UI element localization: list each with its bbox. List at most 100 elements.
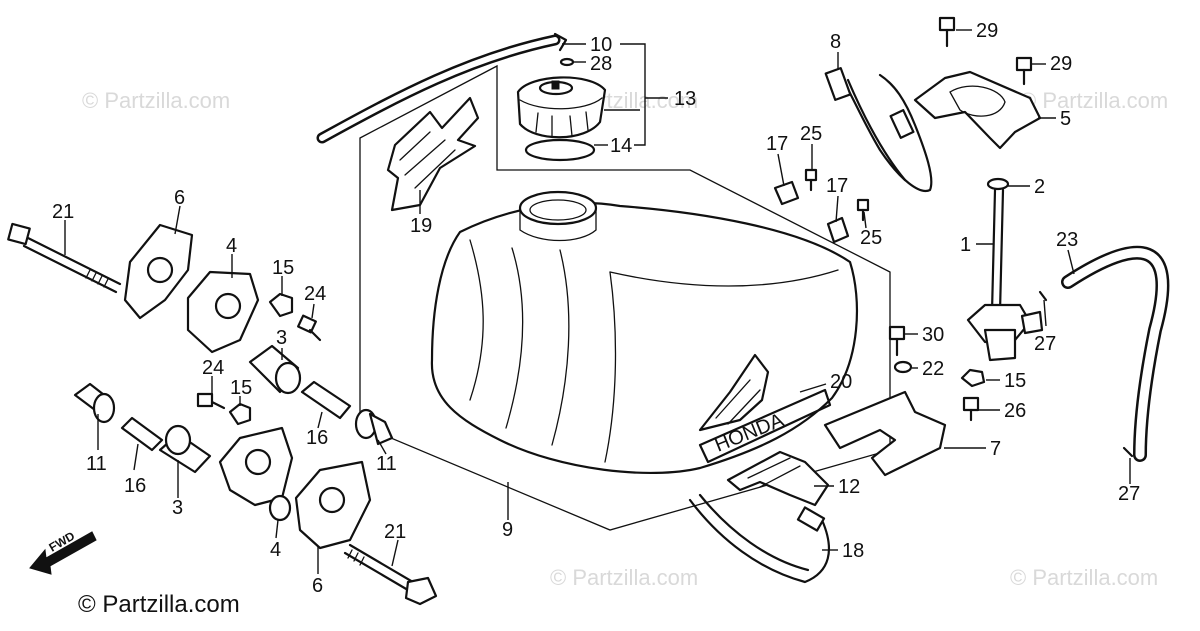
bracket-5 — [913, 70, 1042, 150]
bolt-24-a — [297, 314, 322, 342]
callout-15-a: 15 — [272, 257, 294, 279]
callout-21-b: 21 — [384, 521, 406, 543]
callout-17-b: 17 — [826, 175, 848, 197]
bolt-29-b — [1015, 56, 1033, 86]
callout-24-a: 24 — [304, 283, 326, 305]
collar-3-a-end — [274, 361, 302, 395]
callout-23: 23 — [1056, 229, 1078, 251]
callout-14: 14 — [610, 135, 632, 157]
rubber-12 — [726, 450, 830, 507]
bolt-24-b — [196, 392, 226, 410]
bolt-21-b — [343, 543, 438, 606]
callout-16-a: 16 — [124, 475, 146, 497]
bolt-29-a — [938, 16, 956, 48]
callout-19: 19 — [410, 215, 432, 237]
callout-11-a: 11 — [86, 453, 107, 475]
callout-24-b: 24 — [202, 357, 224, 379]
callout-13: 13 — [674, 88, 696, 110]
screw-25-b — [856, 198, 870, 222]
band-18 — [688, 493, 830, 584]
callout-27-b: 27 — [1118, 483, 1140, 505]
callout-27-a: 27 — [1034, 333, 1056, 355]
grommet-17-a — [773, 180, 800, 206]
callout-labels: 10 28 13 14 19 21 6 4 15 24 3 24 15 11 1… — [52, 20, 1140, 597]
cap-gasket — [524, 138, 596, 162]
collar-3-b — [158, 424, 212, 474]
plate-6-a-hole — [146, 256, 174, 284]
forward-arrow: FWD — [29, 529, 97, 575]
callout-15-c: 15 — [1004, 370, 1026, 392]
callout-5: 5 — [1060, 108, 1071, 130]
watermark-text: © Partzilla.com — [82, 88, 230, 113]
fuel-hose-inner — [1063, 248, 1167, 460]
bolt-30 — [888, 325, 906, 357]
bolt-21-a — [7, 222, 122, 294]
watermark-text: © Partzilla.com — [550, 565, 698, 590]
collar-16-b — [300, 380, 352, 420]
callout-30: 30 — [922, 324, 944, 346]
bolt-26 — [962, 396, 980, 422]
washer-15-c — [960, 368, 986, 388]
callout-29-a: 29 — [976, 20, 998, 42]
fuel-valve — [966, 177, 1044, 362]
copyright-text: © Partzilla.com — [78, 591, 240, 618]
bracket-4-b-collar — [268, 494, 292, 522]
leader-lines — [64, 29, 1131, 574]
callout-4-b: 4 — [270, 539, 281, 561]
bracket-4-b-hole — [244, 448, 272, 476]
watermark-text: © Partzilla.com — [1010, 565, 1158, 590]
hose-clip-27-lower — [1122, 446, 1134, 458]
callout-15-b: 15 — [230, 377, 252, 399]
callout-6-a: 6 — [174, 187, 185, 209]
callout-17-a: 17 — [766, 133, 788, 155]
rubber-11-a — [73, 382, 116, 424]
bracket-4-a-hole — [214, 292, 242, 320]
fuel-tank — [430, 190, 859, 475]
callout-2: 2 — [1034, 176, 1045, 198]
plate-6-b — [294, 460, 372, 550]
fuel-cap — [516, 76, 607, 139]
watermark-text: © Partzilla.com — [1020, 88, 1168, 113]
rubber-11-b — [354, 408, 394, 446]
bracket-4-b — [218, 426, 294, 507]
washer-15-b — [228, 402, 252, 426]
callout-20: 20 — [830, 371, 852, 393]
strap-8 — [824, 67, 933, 193]
callout-4-a: 4 — [226, 235, 237, 257]
callout-1: 1 — [960, 234, 971, 256]
bracket-4-a — [186, 270, 260, 354]
callout-22: 22 — [922, 358, 944, 380]
breather-tube-end — [553, 32, 568, 52]
washer-15-a — [268, 292, 294, 318]
plate-6-b-hole — [318, 486, 346, 514]
callout-29-b: 29 — [1050, 53, 1072, 75]
callout-12: 12 — [838, 476, 860, 498]
callout-21-a: 21 — [52, 201, 74, 223]
callout-3-a: 3 — [276, 327, 287, 349]
callout-8: 8 — [830, 31, 841, 53]
bracket-5-detail — [949, 85, 1006, 117]
callout-18: 18 — [842, 540, 864, 562]
callout-11-b: 11 — [376, 453, 397, 475]
collar-16-a — [120, 416, 164, 452]
plate-6-a — [123, 223, 194, 320]
screw-25-a — [804, 168, 818, 192]
callout-7: 7 — [990, 438, 1001, 460]
rubber-12-detail — [747, 457, 801, 488]
breather-tube-inner — [319, 37, 558, 141]
wing-emblem-19 — [386, 96, 480, 212]
callout-10: 10 — [590, 34, 612, 56]
callout-9: 9 — [502, 519, 513, 541]
callout-25-a: 25 — [800, 123, 822, 145]
callout-25-b: 25 — [860, 227, 882, 249]
tank-assembly-outline — [359, 64, 891, 531]
washer-22 — [893, 360, 913, 374]
callout-16-b: 16 — [306, 427, 328, 449]
grommet-17-b — [826, 216, 850, 244]
watermarks: © Partzilla.com © Partzilla.com © Partzi… — [82, 88, 1168, 590]
callout-28: 28 — [590, 53, 612, 75]
callout-26: 26 — [1004, 400, 1026, 422]
hose-clip-27-upper — [1038, 290, 1048, 302]
callout-3-b: 3 — [172, 497, 183, 519]
